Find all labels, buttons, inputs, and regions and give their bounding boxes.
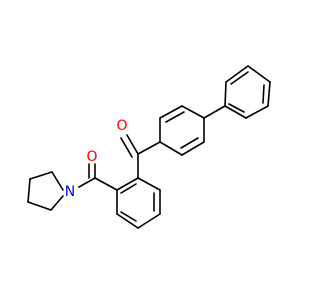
bond [120, 211, 137, 222]
bond [78, 177, 96, 188]
bond [120, 183, 137, 194]
bond [159, 105, 183, 119]
atom-label-nitrogen: N [65, 184, 75, 200]
bond [247, 65, 271, 83]
bond [120, 137, 133, 158]
bond [165, 111, 185, 123]
bond [225, 65, 249, 83]
bond [181, 141, 205, 156]
atom-label-oxygen-amide: O [86, 149, 97, 165]
bond [116, 213, 139, 229]
bond [230, 71, 249, 85]
bond [224, 105, 247, 119]
bond [267, 81, 271, 107]
bond [159, 141, 183, 156]
bond [50, 195, 64, 211]
bond [245, 105, 269, 119]
bond [51, 171, 64, 191]
atom-labels: O O N [65, 118, 128, 200]
bond [180, 137, 199, 149]
bond [27, 201, 52, 211]
bond [203, 105, 226, 119]
bonds [27, 65, 271, 229]
bond [27, 178, 31, 203]
atom-label-oxygen-ketone: O [116, 118, 127, 134]
bond [137, 141, 161, 155]
bond [228, 103, 245, 113]
bond [262, 84, 265, 104]
bond [116, 177, 139, 191]
bond [181, 105, 205, 119]
molecule-structure-diagram: O O N [27, 65, 271, 229]
bond [224, 81, 227, 107]
bond [94, 177, 118, 191]
bond [137, 177, 161, 191]
bond [126, 134, 139, 155]
bond [29, 171, 53, 180]
bond [137, 213, 161, 229]
